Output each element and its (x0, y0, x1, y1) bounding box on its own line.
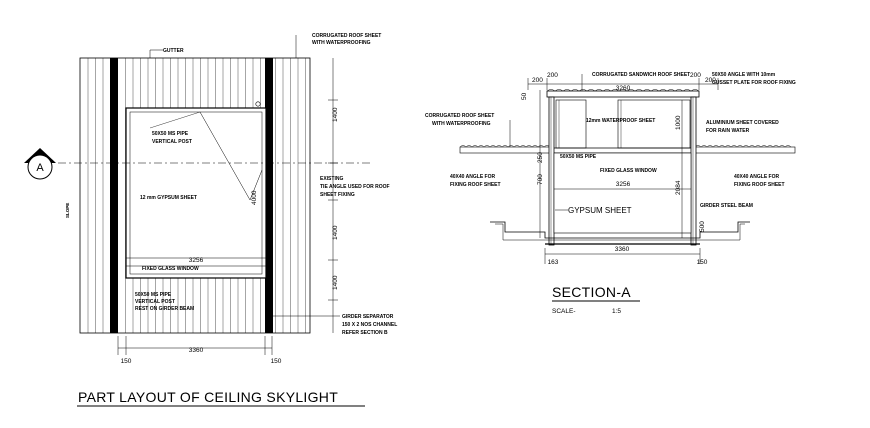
note-girder: GIRDER STEEL BEAM (700, 203, 753, 209)
note-angle-1: 50X50 ANGLE WITH 10mm (712, 72, 776, 78)
gypsum-box (553, 152, 692, 234)
section-title: SECTION-A (552, 284, 631, 300)
plan-view: A SLOPE 1400 1400 1400 4000 3360 150 150… (24, 33, 397, 407)
roof-corrugation-right (694, 145, 792, 148)
post-left (548, 96, 555, 246)
roof-sheet-right (694, 146, 796, 154)
note-left-angle-1: 40X40 ANGLE FOR (450, 174, 495, 180)
note-girder-1: GIRDER SEPARATOR (342, 314, 394, 320)
note-angle-2: GUSSET PLATE FOR ROOF FIXING (712, 80, 796, 86)
note-pipe-rest-2: VERTICAL POST (135, 299, 175, 305)
dim-bottom-left: 163 (548, 259, 559, 266)
glass-window-left (555, 99, 587, 149)
dim-right-height-3: 500 (699, 221, 706, 232)
girder-beam-top (490, 221, 750, 239)
note-pipe-post-2: VERTICAL POST (152, 139, 192, 145)
note-gypsum: 12 mm GYPSUM SHEET (140, 195, 197, 201)
gutter-outlet (255, 101, 261, 107)
roof-corrugation-left (459, 145, 551, 148)
slope-label: SLOPE (65, 203, 70, 218)
note-girder-3: REFER SECTION B (342, 330, 388, 336)
note-roof-sheet-2: WITH WATERPROOFING (312, 40, 371, 46)
dim-right-height-2: 2084 (675, 180, 682, 195)
dim-top-left-2: 200 (547, 72, 558, 79)
note-gutter: GUTTER (163, 48, 184, 54)
dim-top-left-1: 200 (532, 77, 543, 84)
dim-vertical-1: 1400 (332, 107, 339, 122)
roof-sheet-left (459, 146, 551, 154)
dim-top-right-2: 200 (705, 77, 716, 84)
dim-left-height-3: 250 (537, 152, 544, 163)
scale-value: 1:5 (612, 308, 621, 315)
dim-bottom-right: 150 (697, 259, 708, 266)
note-roof-1: CORRUGATED ROOF SHEET (425, 113, 494, 119)
note-right-angle-1: 40X40 ANGLE FOR (734, 174, 779, 180)
leader-line (249, 169, 263, 201)
dim-top-width: 3256 (189, 257, 204, 264)
note-girder-2: 150 X 2 NOS CHANNEL (342, 322, 397, 328)
dim-left-side: 150 (121, 358, 132, 365)
dim-bottom-width: 3360 (189, 347, 204, 354)
roof-sheet-outline (79, 57, 311, 334)
leader-line (199, 111, 251, 201)
note-ms-pipe: 50X50 MS PIPE (560, 154, 597, 160)
post-right (690, 96, 697, 246)
glass-window-right (617, 99, 691, 149)
skylight-inner-frame (129, 111, 263, 275)
note-right-angle-2: FIXING ROOF SHEET (734, 182, 785, 188)
dim-right-side: 150 (271, 358, 282, 365)
note-aluminium-1: ALUMINIUM SHEET COVERED (706, 120, 779, 126)
note-waterproof: 12mm WATERPROOF SHEET (586, 118, 655, 124)
note-roof-sheet-1: CORRUGATED ROOF SHEET (312, 33, 381, 39)
dim-left-height-2: 700 (537, 174, 544, 185)
note-sandwich: CORRUGATED SANDWICH ROOF SHEET (592, 72, 690, 78)
section-marker-circle (27, 154, 53, 180)
note-fixed-glass: FIXED GLASS WINDOW (142, 266, 199, 272)
note-aluminium-2: FOR RAIN WATER (706, 128, 750, 134)
skylight-opening (125, 107, 267, 279)
note-existing-3: SHEET FIXING (320, 192, 355, 198)
note-pipe-rest-1: 50X50 MS PIPE (135, 292, 172, 298)
note-left-angle-2: FIXING ROOF SHEET (450, 182, 501, 188)
right-channel-bar (265, 58, 273, 333)
section-view: 200 200 200 200 3260 3256 50 700 250 100… (425, 72, 796, 315)
leader-line (149, 111, 201, 129)
left-channel-bar (110, 58, 118, 333)
dim-vertical-2: 1400 (332, 225, 339, 240)
note-gypsum: GYPSUM SHEET (568, 206, 632, 215)
dim-left-height-1: 50 (521, 92, 528, 100)
section-marker-label: A (36, 162, 44, 174)
girder-beam-inner (495, 223, 700, 241)
note-glass: FIXED GLASS WINDOW (600, 168, 657, 174)
dim-right-height-1: 1000 (675, 115, 682, 130)
girder-beam-inner-2 (700, 223, 745, 241)
dim-bottom-width: 3360 (615, 246, 630, 253)
note-roof-2: WITH WATERPROOFING (432, 121, 491, 127)
note-pipe-rest-3: REST ON GIRDER BEAM (135, 306, 194, 312)
sandwich-roof (546, 90, 700, 98)
note-pipe-post-1: 50X50 MS PIPE (152, 131, 189, 137)
note-existing-1: EXISTING (320, 176, 343, 182)
sandwich-corrugation (546, 89, 700, 92)
scale-label: SCALE- (552, 308, 575, 315)
note-existing-2: TIE ANGLE USED FOR ROOF (320, 184, 390, 190)
dim-mid-width: 3256 (616, 181, 631, 188)
dim-height: 4000 (251, 190, 258, 205)
dim-top-right-1: 200 (690, 72, 701, 79)
dim-vertical-3: 1400 (332, 275, 339, 290)
dim-top-width: 3260 (616, 85, 631, 92)
plan-title: PART LAYOUT OF CEILING SKYLIGHT (78, 389, 338, 405)
